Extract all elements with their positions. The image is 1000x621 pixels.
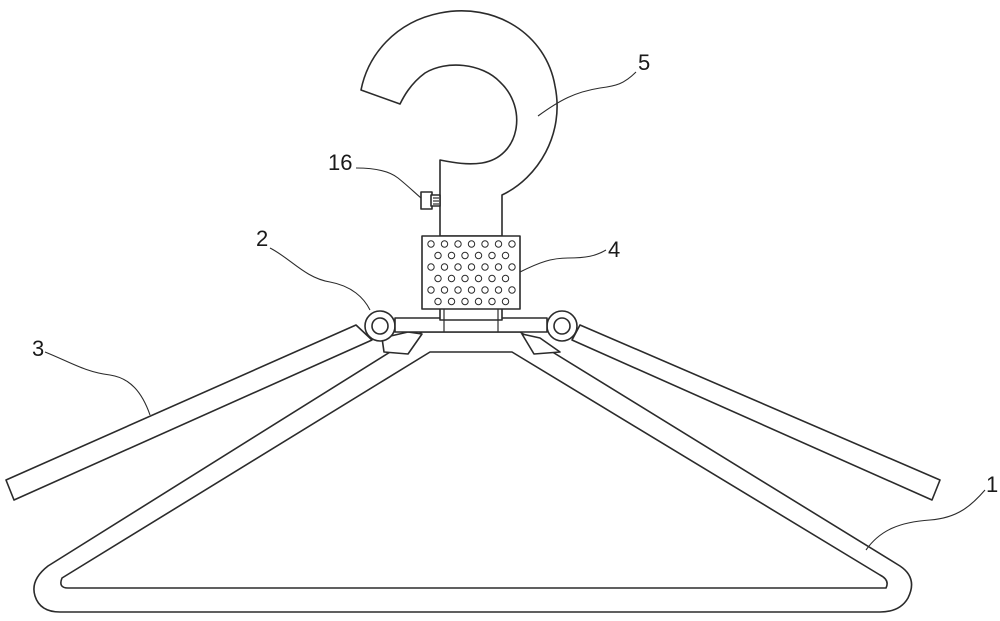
grip-dots [427,240,516,306]
grip-dot [434,297,442,306]
leader-5 [537,71,637,117]
grip-dot [461,251,469,260]
grip-dot [447,297,456,306]
hook [360,10,558,237]
grip-dot [474,297,483,306]
label-1: 1 [986,472,998,497]
grip-dot [454,286,462,294]
right-joint [546,310,578,342]
grip-dot [427,286,435,294]
grip-dot [488,297,496,306]
label-4: 4 [608,237,620,262]
grip-dot [481,286,489,294]
grip-dot [494,286,503,294]
left-arm [5,324,373,501]
grip-dot [474,251,483,260]
hanger-frame [33,331,913,613]
grip-sleeve [421,235,521,310]
connector-bar [394,305,548,333]
grip-dot [481,240,489,248]
grip-dot [440,286,449,294]
grip-dot [508,263,516,271]
label-5: 5 [638,50,650,75]
grip-dot [434,274,442,283]
grip-dot [461,274,469,283]
grip-dot [494,263,503,271]
label-16: 16 [328,150,352,175]
grip-dot [467,240,476,248]
grip-dot [481,263,489,271]
grip-dot [501,274,510,283]
grip-dot [488,274,496,283]
grip-dot [427,240,435,248]
grip-dot [434,251,442,260]
grip-dot [440,263,449,271]
leader-3 [44,351,151,416]
leader-4 [519,249,607,273]
grip-dot [474,274,483,283]
grip-dot [427,263,435,271]
grip-dot [467,263,476,271]
left-joint [364,310,396,342]
grip-dot [467,286,476,294]
adjust-knob [420,191,441,210]
grip-dot [508,240,516,248]
grip-dot [454,263,462,271]
grip-dot [440,240,449,248]
leader-2 [269,247,371,311]
grip-dot [494,240,503,248]
grip-dot [501,251,510,260]
grip-dot [501,297,510,306]
label-2: 2 [256,226,268,251]
grip-dot [447,274,456,283]
grip-dot [488,251,496,260]
grip-dot [454,240,462,248]
leader-16 [355,167,422,199]
grip-dot [461,297,469,306]
leader-1 [865,489,986,551]
grip-dot [508,286,516,294]
grip-dot [447,251,456,260]
label-3: 3 [32,336,44,361]
